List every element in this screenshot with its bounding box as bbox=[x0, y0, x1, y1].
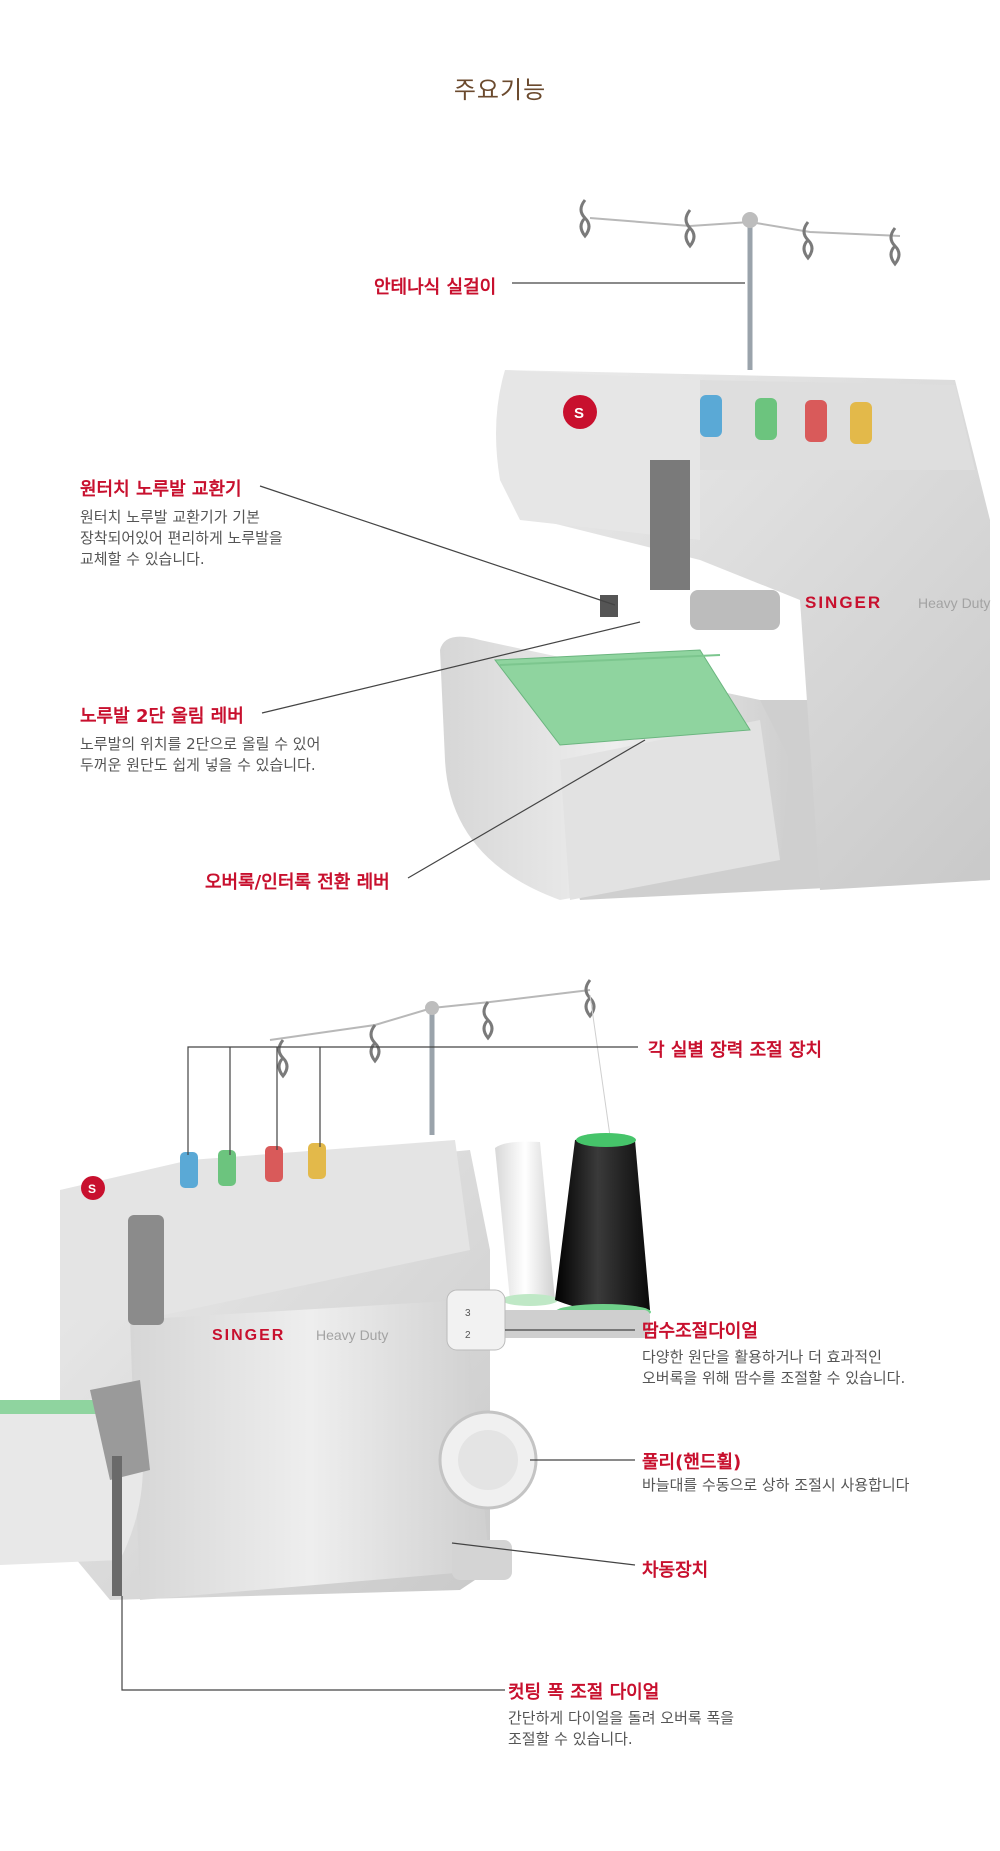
stitch-dial-number-2: 2 bbox=[465, 1330, 471, 1341]
thread-cones bbox=[495, 1133, 651, 1338]
label-drive: 차동장치 bbox=[642, 1560, 709, 1581]
leader-lines bbox=[121, 282, 745, 1691]
label-overlock-switch: 오버록/인터록 전환 레버 bbox=[205, 872, 390, 893]
bottom-brand-logo-icon bbox=[81, 1176, 105, 1200]
label-presser-lift: 노루발 2단 올림 레버 bbox=[80, 706, 244, 727]
desc-stitch-dial: 다양한 원단을 활용하거나 더 효과적인 오버록을 위해 땀수를 조절할 수 있… bbox=[642, 1348, 906, 1387]
label-stitch-dial: 땀수조절다이얼 bbox=[642, 1321, 758, 1342]
desc-presser-lift: 노루발의 위치를 2단으로 올릴 수 있어 두꺼운 원단도 쉽게 넣을 수 있습… bbox=[80, 735, 321, 774]
desc-presser-foot-change: 원터치 노루발 교환기가 기본 장착되어있어 편리하게 노루발을 교체할 수 있… bbox=[80, 508, 283, 568]
label-antenna: 안테나식 실걸이 bbox=[374, 277, 497, 298]
bottom-brand-text: SINGER bbox=[212, 1327, 285, 1344]
bottom-thread-antenna bbox=[269, 979, 613, 1151]
top-brand-text: SINGER bbox=[805, 593, 882, 612]
top-model-text: Heavy Duty bbox=[918, 595, 990, 611]
bottom-model-text: Heavy Duty bbox=[316, 1327, 388, 1343]
top-tension-dials bbox=[700, 395, 872, 444]
page-title: 주요기능 bbox=[453, 76, 547, 104]
top-machine bbox=[440, 370, 990, 900]
desc-pulley: 바늘대를 수동으로 상하 조절시 사용합니다 bbox=[642, 1476, 910, 1494]
desc-cutting-dial: 간단하게 다이얼을 돌려 오버록 폭을 조절할 수 있습니다. bbox=[508, 1709, 735, 1748]
brand-logo-icon bbox=[563, 395, 597, 429]
label-tension: 각 실별 장력 조절 장치 bbox=[648, 1040, 823, 1061]
thread-antenna bbox=[579, 199, 901, 370]
label-pulley: 풀리(핸드휠) bbox=[642, 1452, 742, 1473]
stitch-dial-number-3: 3 bbox=[465, 1308, 471, 1319]
bottom-machine bbox=[0, 1140, 538, 1600]
label-presser-foot-change: 원터치 노루발 교환기 bbox=[80, 479, 242, 500]
label-cutting-dial: 컷팅 폭 조절 다이얼 bbox=[508, 1682, 660, 1703]
bottom-tension-dials bbox=[180, 1143, 326, 1188]
bottom-logo-letter: S bbox=[88, 1182, 96, 1196]
top-logo-letter: S bbox=[574, 405, 584, 422]
